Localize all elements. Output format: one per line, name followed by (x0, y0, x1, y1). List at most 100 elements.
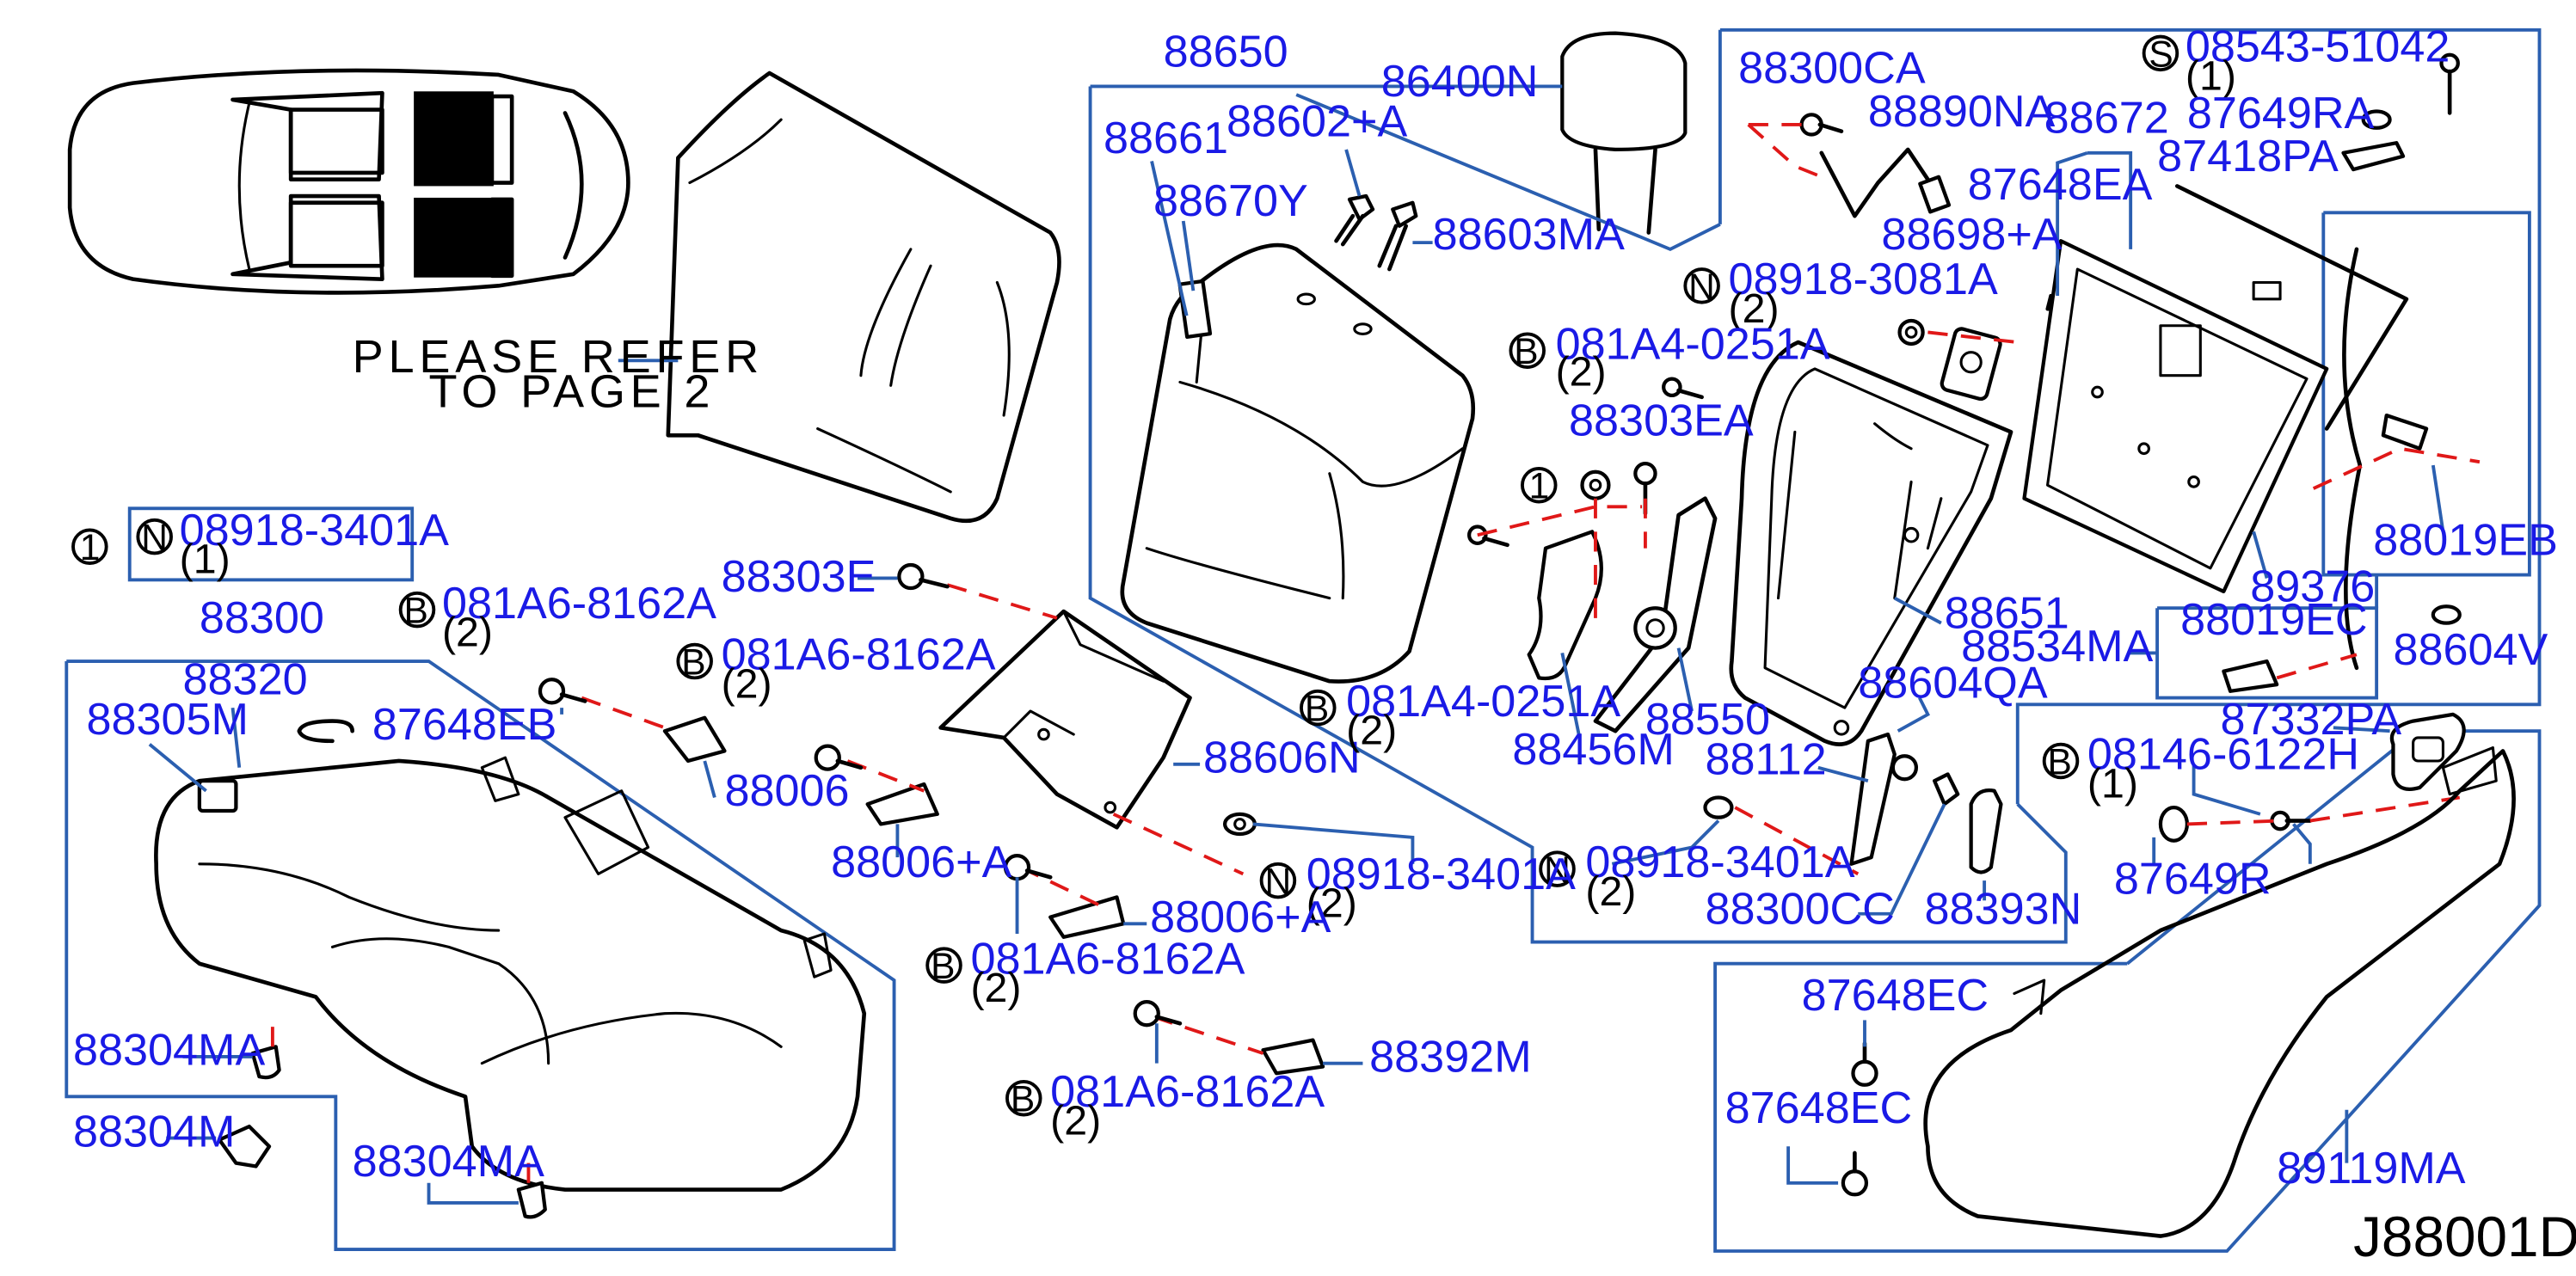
referenced-seatback-outline (618, 71, 1061, 524)
label-87648EA: 87648EA (1968, 160, 2153, 210)
label-081A6-8162A-4: 081A6-8162A (1050, 1067, 1325, 1117)
label-88890NA: 88890NA (1868, 87, 2056, 137)
handle-escutcheon-part (2389, 712, 2466, 791)
symbol-N-b: N (1264, 862, 1291, 903)
rear-seat-highlight-lower (414, 197, 511, 278)
symbol-B-a: B (404, 592, 428, 632)
label-08918-3401A-mid: 08918-3401A (1306, 850, 1576, 899)
label-88300CC: 88300CC (1705, 884, 1894, 934)
label-08918-3081A: 08918-3081A (1729, 255, 1998, 304)
seat-cushion-part (154, 756, 867, 1192)
qty-081A6-8162A-4: (2) (1050, 1098, 1101, 1144)
inner-frame-88019EC (2155, 606, 2379, 700)
label-88606N: 88606N (1203, 733, 1361, 783)
label-88672: 88672 (2044, 94, 2169, 144)
group-frames (65, 28, 2542, 1253)
pivot-cover-part (1969, 788, 2003, 874)
clip-87648EC-lower (1841, 1150, 1869, 1197)
label-081A6-8162A-2: 081A6-8162A (722, 630, 996, 680)
label-88112: 88112 (1705, 734, 1826, 784)
label-88304MA-1: 88304MA (73, 1026, 265, 1076)
release-cable-part (2342, 247, 2363, 671)
cushion-bracket-part (938, 609, 1192, 830)
symbol-B-c: B (931, 947, 955, 987)
label-87649R: 87649R (2114, 855, 2272, 905)
qty-08918-3401A-low: (2) (1585, 868, 1636, 915)
label-88303E: 88303E (722, 552, 876, 602)
label-88006A-1: 88006+A (831, 837, 1011, 887)
symbol-B-d: B (1011, 1080, 1035, 1120)
cushion-hooks (217, 1045, 547, 1219)
qty-081A4-0251A-top: (2) (1556, 348, 1607, 395)
qty-08918-3401A-top: (1) (180, 537, 231, 583)
car-location-icon (67, 68, 630, 295)
label-87418PA: 87418PA (2157, 132, 2339, 181)
label-89376: 89376 (2250, 561, 2375, 611)
qty-081A6-8162A-2: (2) (722, 661, 772, 708)
bolts-lower (538, 562, 2313, 1028)
label-88602A: 88602+A (1227, 96, 1407, 146)
small-brackets (662, 715, 1325, 1076)
symbol-N-a: N (141, 518, 168, 559)
label-88304M: 88304M (73, 1107, 235, 1156)
frame-right-upper (1719, 28, 2542, 805)
label-08918-3401A-low: 08918-3401A (1585, 837, 1854, 887)
rear-seat-highlight-upper (414, 91, 494, 187)
label-88392M: 88392M (1369, 1032, 1531, 1082)
qty-08543-51042: (1) (2186, 52, 2236, 99)
refer-note-line2: TO PAGE 2 (429, 365, 716, 417)
symbol-B-g: B (2048, 742, 2072, 782)
seatback-frame-part (1729, 327, 2013, 746)
label-88019EC: 88019EC (2180, 595, 2368, 645)
hinge-cover-part (1527, 530, 1603, 681)
qty-081A6-8162A-3: (2) (970, 965, 1021, 1011)
label-08543-51042: 08543-51042 (2186, 22, 2450, 72)
label-88006: 88006 (724, 766, 849, 816)
label-081A6-8162A-3: 081A6-8162A (970, 934, 1245, 984)
label-88651: 88651 (1945, 588, 2069, 638)
symbol-B-b: B (681, 643, 705, 684)
seatback-group-frame (1088, 86, 2068, 944)
label-88698A: 88698+A (1881, 210, 2062, 260)
refer-note-line1: PLEASE REFER (353, 331, 764, 383)
label-081A6-8162A-1: 081A6-8162A (442, 579, 716, 629)
label-88456M: 88456M (1512, 725, 1674, 775)
label-88550: 88550 (1645, 695, 1770, 745)
back-board-part (2022, 184, 2409, 594)
label-87648EC-2: 87648EC (1725, 1083, 1913, 1133)
qty-08918-3401A-mid: (2) (1306, 880, 1357, 927)
part-labels: 88650 86400N 88300CA 88890NA 08543-51042… (73, 22, 2558, 1193)
inner-frame-88019EB (2321, 211, 2531, 577)
label-88303EA: 88303EA (1569, 396, 1754, 445)
callout-symbols: 1 N B B B B N B N B 1 N S B (71, 34, 2179, 1120)
clip-87648EC-upper (1851, 1041, 1878, 1087)
label-88661: 88661 (1104, 113, 1228, 163)
label-88300: 88300 (200, 593, 324, 643)
label-87648EB: 87648EB (372, 700, 557, 750)
hinge-part (1849, 732, 1960, 866)
seatback-board-lower-part (1923, 745, 2516, 1238)
headrest-part (1560, 31, 1688, 235)
symbol-S-a: S (2149, 34, 2173, 75)
qty-081A6-8162A-1: (2) (442, 610, 493, 656)
label-081A4-0251A-top: 081A4-0251A (1556, 319, 1830, 369)
label-88604QA: 88604QA (1858, 659, 2048, 709)
label-081A4-0251A-mid: 081A4-0251A (1346, 677, 1620, 727)
label-88320: 88320 (183, 655, 308, 705)
label-88670Y: 88670Y (1153, 176, 1308, 226)
qty-081A4-0251A-mid: (2) (1346, 708, 1397, 754)
symbol-N-c: N (1544, 850, 1571, 891)
symbol-B-f: B (1514, 332, 1538, 372)
label-88603MA: 88603MA (1433, 210, 1625, 260)
label-88604V: 88604V (2393, 625, 2548, 675)
label-88305M: 88305M (86, 695, 248, 745)
fasteners-upper-right (1466, 52, 2460, 548)
headrest-guides (1334, 193, 1418, 272)
symbol-N-d: N (1688, 267, 1715, 308)
symbol-B-e: B (1305, 690, 1329, 730)
symbol-1-b: 1 (1529, 467, 1550, 507)
diagram-id: J88001DS (2353, 1205, 2576, 1268)
label-88019EB: 88019EB (2373, 515, 2558, 565)
cushion-group-frame (65, 659, 896, 1252)
